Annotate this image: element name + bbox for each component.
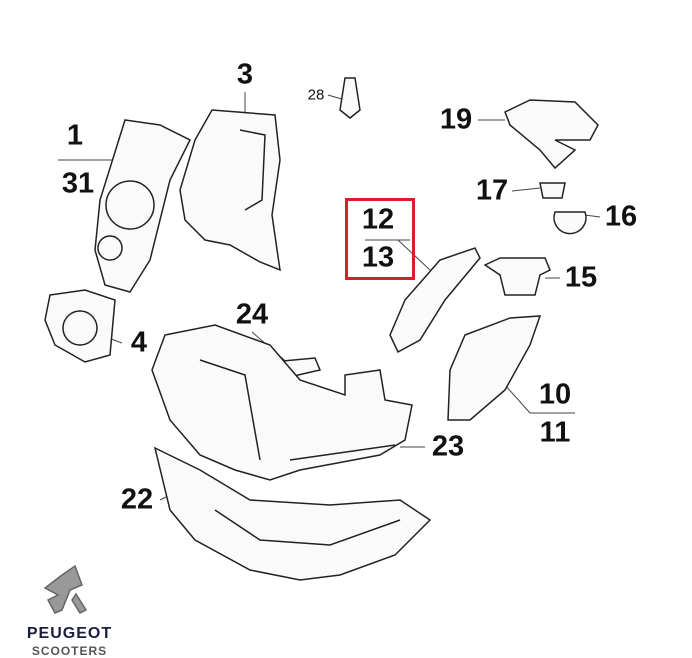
highlighted-part-box bbox=[345, 198, 415, 280]
logo-sub: SCOOTERS bbox=[31, 644, 108, 658]
logo-brand: PEUGEOT bbox=[26, 625, 113, 642]
callout-16: 16 bbox=[604, 200, 638, 233]
part-15-cover bbox=[483, 257, 551, 296]
peugeot-scooters-logo: PEUGEOT SCOOTERS bbox=[12, 625, 127, 658]
part-22-under-panel bbox=[153, 446, 432, 581]
part-16-cap bbox=[553, 211, 587, 235]
callout-13: 13 bbox=[361, 241, 395, 274]
callout-10: 10 bbox=[538, 378, 572, 411]
callout-19: 19 bbox=[439, 103, 473, 136]
part-4-headlight-housing bbox=[44, 289, 116, 363]
part-28-clip bbox=[339, 77, 361, 119]
callout-12: 12 bbox=[361, 203, 395, 236]
callout-24: 24 bbox=[235, 298, 269, 331]
callout-17: 17 bbox=[475, 174, 509, 207]
callout-23: 23 bbox=[431, 430, 465, 463]
part-23-floor-panel bbox=[151, 324, 413, 481]
part-19-handlebar-cover bbox=[504, 99, 599, 170]
part-3-inner-shield bbox=[179, 109, 281, 272]
callout-3: 3 bbox=[236, 58, 254, 91]
callout-1: 1 bbox=[66, 119, 84, 152]
part-12-side-panel bbox=[389, 247, 481, 354]
callout-28: 28 bbox=[307, 86, 325, 104]
leader-lines bbox=[58, 92, 601, 501]
part-10-side-cover bbox=[447, 315, 542, 421]
peugeot-lion-logo bbox=[43, 564, 88, 614]
part-1-front-shield bbox=[94, 119, 192, 293]
callout-22: 22 bbox=[120, 483, 154, 516]
callout-11: 11 bbox=[539, 416, 571, 449]
part-17-switch bbox=[539, 182, 566, 199]
callout-4: 4 bbox=[130, 326, 148, 359]
callout-31: 31 bbox=[61, 167, 95, 200]
callout-15: 15 bbox=[564, 261, 598, 294]
